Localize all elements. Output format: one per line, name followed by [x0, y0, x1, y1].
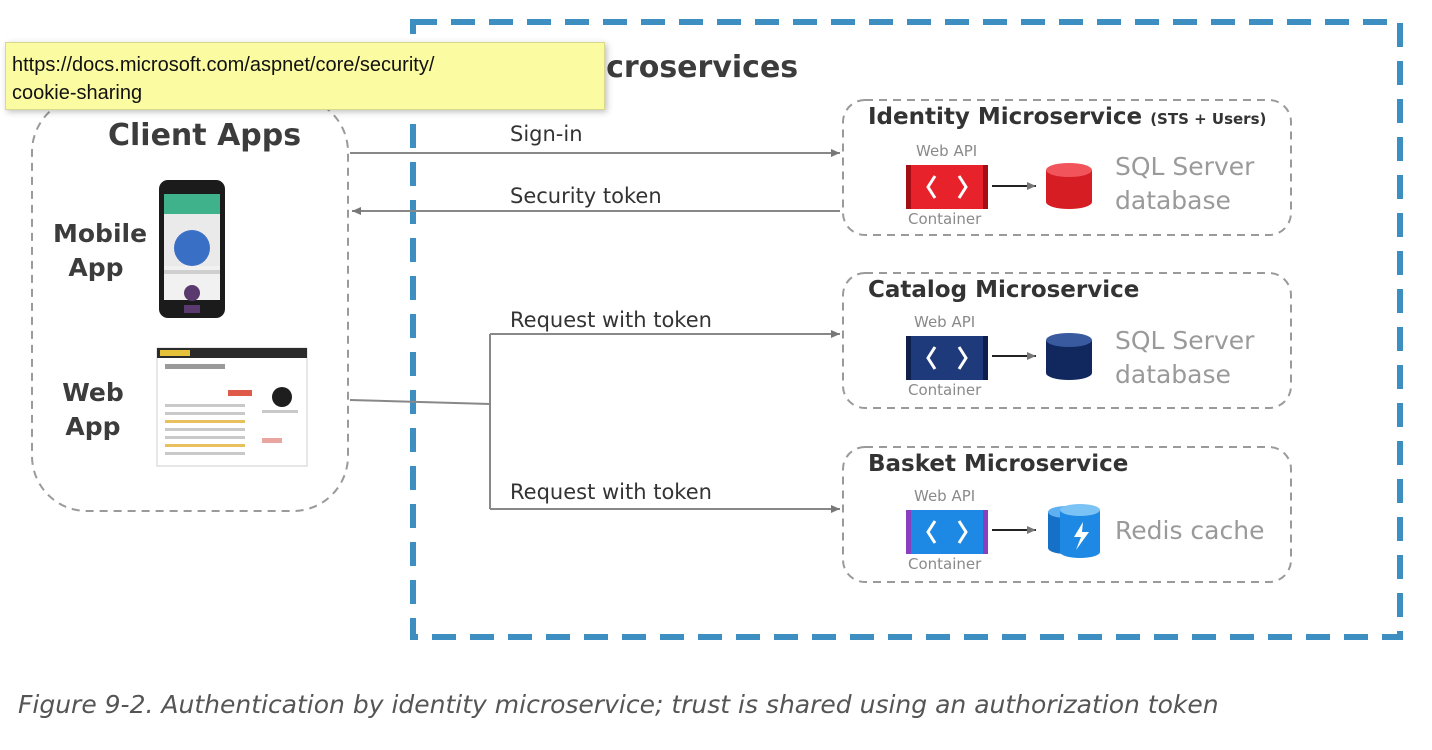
catalog-db-label-line1: SQL Server — [1115, 326, 1255, 355]
web-app-request-line — [349, 399, 491, 405]
catalog-service-box — [842, 272, 1292, 409]
identity-database-icon — [1046, 163, 1092, 209]
catalog-request-label: Request with token — [510, 308, 712, 332]
catalog-container-label: Container — [908, 381, 982, 399]
identity-container-icon — [906, 165, 988, 209]
url-tooltip: https://docs.microsoft.com/aspnet/core/s… — [5, 42, 605, 110]
figure-caption: Figure 9-2. Authentication by identity m… — [18, 690, 1219, 719]
catalog-db-label: SQL Server database — [1115, 324, 1254, 392]
url-tooltip-line1: https://docs.microsoft.com/aspnet/core/s… — [12, 54, 435, 76]
basket-container-label: Container — [908, 555, 982, 573]
identity-service-title: Identity Microservice (STS + Users) — [868, 104, 1266, 130]
basket-container-icon — [906, 510, 988, 554]
catalog-service-title: Catalog Microservice — [868, 277, 1140, 303]
identity-service-name: Identity Microservice — [868, 104, 1143, 130]
microservices-boundary — [410, 19, 1403, 640]
identity-service-subtitle: (STS + Users) — [1150, 110, 1267, 128]
security-token-label: Security token — [510, 184, 662, 208]
catalog-container-icon — [906, 336, 988, 380]
identity-service-box — [842, 99, 1292, 236]
basket-service-title: Basket Microservice — [868, 451, 1129, 477]
identity-web-api-label: Web API — [916, 142, 978, 160]
identity-db-label: SQL Server database — [1115, 150, 1254, 218]
client-apps-title: Client Apps — [108, 118, 302, 153]
url-tooltip-line2: cookie-sharing — [12, 82, 143, 104]
redis-cache-label: Redis cache — [1115, 516, 1265, 545]
web-app-label-line2: App — [65, 412, 121, 441]
web-app-label: Web App — [52, 376, 134, 444]
identity-container-label: Container — [908, 210, 982, 228]
web-app-label-line1: Web — [62, 378, 124, 407]
mobile-app-label: Mobile App — [53, 217, 148, 285]
mobile-phone-image — [159, 180, 225, 318]
basket-request-label: Request with token — [510, 480, 712, 504]
catalog-web-api-label: Web API — [914, 313, 976, 331]
redis-cache-icon — [1048, 504, 1100, 558]
catalog-database-icon — [1046, 333, 1092, 380]
mobile-app-label-line2: App — [68, 253, 124, 282]
sign-in-label: Sign-in — [510, 122, 583, 146]
web-app-screenshot-image — [156, 347, 308, 467]
basket-web-api-label: Web API — [914, 487, 976, 505]
mobile-app-label-line1: Mobile — [53, 219, 148, 248]
basket-service-box — [842, 446, 1292, 583]
identity-db-label-line1: SQL Server — [1115, 152, 1255, 181]
identity-db-label-line2: database — [1115, 186, 1231, 215]
catalog-db-label-line2: database — [1115, 360, 1231, 389]
